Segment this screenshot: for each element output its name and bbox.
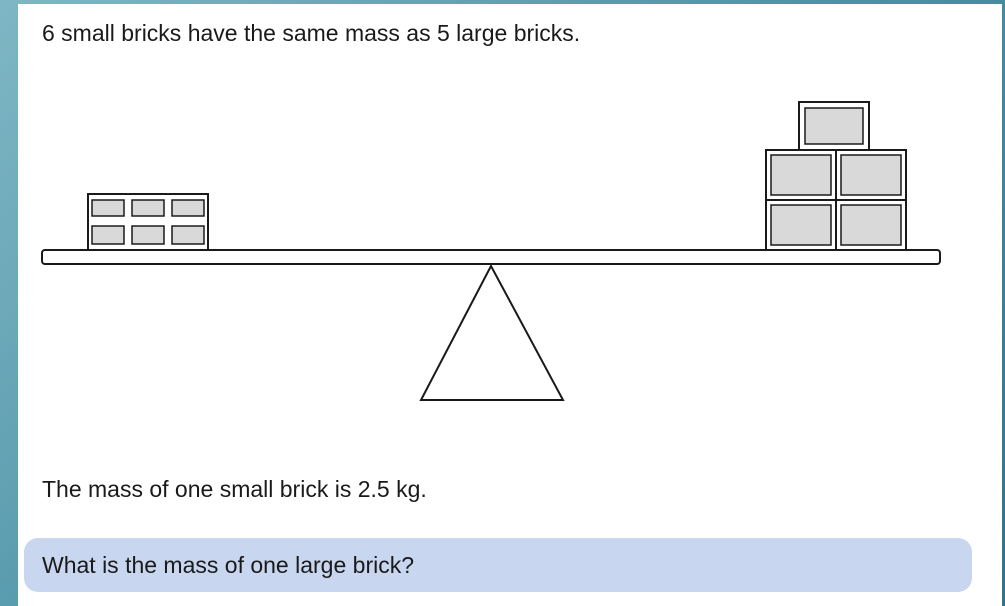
small-brick [131, 199, 165, 217]
question-banner: What is the mass of one large brick? [24, 538, 972, 592]
large-brick [840, 154, 902, 196]
question-text: What is the mass of one large brick? [42, 552, 414, 578]
intro-text: 6 small bricks have the same mass as 5 l… [42, 20, 581, 46]
small-brick [171, 225, 205, 245]
problem-card: 6 small bricks have the same mass as 5 l… [18, 4, 1002, 606]
large-brick [840, 204, 902, 246]
small-brick [131, 225, 165, 245]
large-brick [770, 204, 832, 246]
small-brick [91, 199, 125, 217]
small-bricks-group [87, 193, 209, 251]
given-mass-text: The mass of one small brick is 2.5 kg. [42, 476, 427, 502]
balance-scale-illustration [41, 101, 941, 401]
fulcrum-triangle [419, 263, 565, 401]
small-brick [171, 199, 205, 217]
large-brick [804, 107, 864, 145]
small-brick [91, 225, 125, 245]
large-brick [770, 154, 832, 196]
balance-beam [41, 249, 941, 265]
large-bricks-group [765, 101, 907, 251]
